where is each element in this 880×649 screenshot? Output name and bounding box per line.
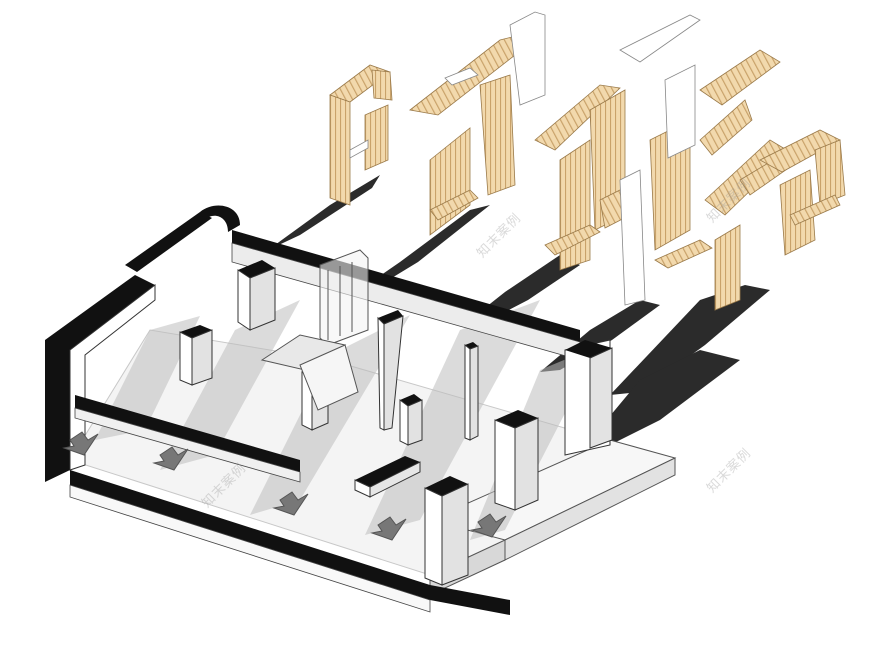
timber-letter-1 xyxy=(329,64,393,206)
letter-shadows xyxy=(268,175,770,445)
timber-letter-5 xyxy=(699,49,801,311)
right-block-top xyxy=(565,340,612,358)
arrow-1 xyxy=(62,431,99,456)
outer-walls xyxy=(45,205,613,615)
arrow-5 xyxy=(470,513,507,538)
column-1 xyxy=(179,325,213,386)
back-wall-long xyxy=(232,230,580,342)
bench-block xyxy=(354,456,421,498)
stair-flight xyxy=(299,344,359,411)
flow-arrows xyxy=(62,431,507,541)
shadow-letter-5 xyxy=(610,285,770,395)
back-wall-curve xyxy=(200,205,240,232)
front-wall-face xyxy=(69,484,431,613)
shadow-right xyxy=(590,350,740,445)
arrow-4 xyxy=(370,516,407,541)
left-wall-black xyxy=(45,275,155,482)
front-wall-right xyxy=(430,585,510,615)
column-8-front xyxy=(424,476,469,586)
arrow-3 xyxy=(272,491,309,516)
timber-letter-2 xyxy=(409,34,529,236)
columns xyxy=(179,260,539,586)
stair-core xyxy=(260,249,369,411)
timber-letter-6 xyxy=(759,129,846,256)
timber-letters xyxy=(329,11,846,311)
shadow-letter-1 xyxy=(268,175,380,250)
shadow-letter-2 xyxy=(352,205,490,295)
inner-wall-top xyxy=(75,395,300,472)
front-wall-black xyxy=(70,470,430,600)
arrow-2 xyxy=(152,446,189,471)
core-frame xyxy=(319,249,369,346)
beam-2 xyxy=(160,300,300,470)
column-5 xyxy=(399,394,423,446)
column-2 xyxy=(237,260,276,331)
column-6-slim xyxy=(464,342,479,441)
back-wall-top xyxy=(125,212,212,272)
timber-letter-4 xyxy=(619,14,713,306)
inner-wall-face xyxy=(74,407,301,483)
column-4-tapered xyxy=(377,310,404,431)
column-7 xyxy=(494,410,539,511)
timber-letter-3 xyxy=(509,11,641,271)
right-block-side xyxy=(589,347,613,449)
